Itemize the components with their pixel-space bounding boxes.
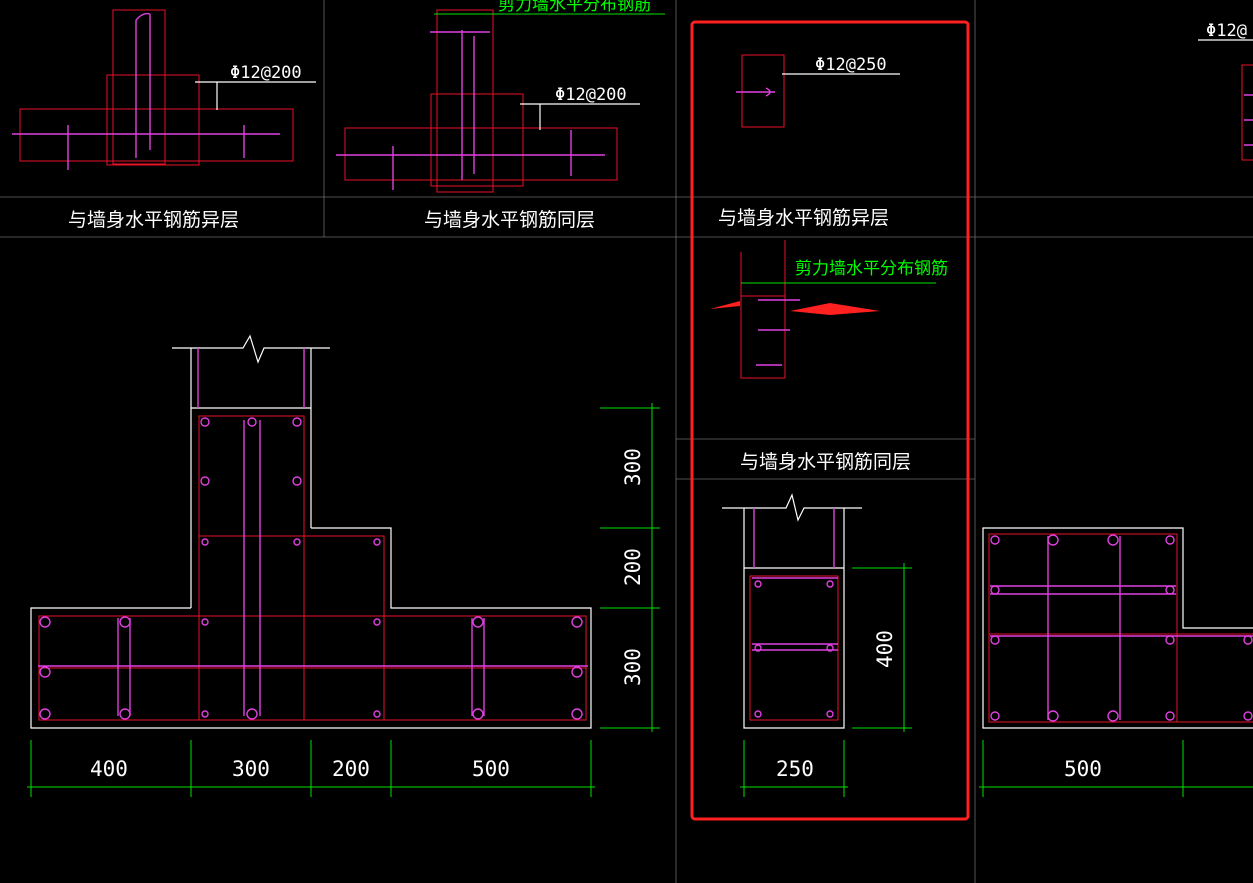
dim-500: 500: [472, 757, 510, 781]
arrow-right-icon: [790, 303, 880, 315]
shear-wall-note-mid: 剪力墙水平分布钢筋: [795, 259, 948, 279]
dim-400: 400: [90, 757, 128, 781]
dimension-left-vertical: 300 200 300: [600, 403, 660, 732]
highlight-box: [690, 20, 970, 821]
caption-top-middle: 与墙身水平钢筋同层: [424, 209, 595, 231]
detail-far-right-fragment: Φ12@: [1198, 21, 1253, 161]
dim-250: 250: [776, 757, 814, 781]
right-partial-section: [982, 527, 1253, 729]
dim-v-400: 400: [873, 630, 897, 668]
detail-shear-wall-bar: 剪力墙水平分布钢筋: [710, 240, 948, 379]
dim-v-200: 200: [621, 548, 645, 586]
dim-right-500: 500: [1064, 757, 1102, 781]
arrow-left-icon: [710, 301, 740, 309]
dimension-left-horizontal: 400 300 200 500: [27, 740, 595, 797]
detail-top-middle: 剪力墙水平分布钢筋 Φ12@200: [336, 0, 665, 193]
dim-v-300-top: 300: [621, 448, 645, 486]
t-section-left: [30, 334, 592, 729]
dim-v-300-bottom: 300: [621, 648, 645, 686]
detail-top-right: Φ12@250: [736, 54, 900, 128]
rebar-label-top-left: Φ12@200: [230, 63, 302, 83]
detail-top-left: Φ12@200: [12, 9, 316, 170]
dimension-middle: 250 400: [740, 563, 912, 797]
wall-end-section: [722, 493, 862, 729]
shear-wall-note-top: 剪力墙水平分布钢筋: [498, 0, 651, 15]
dimension-right: 500: [979, 740, 1253, 797]
rebar-label-far-right: Φ12@: [1206, 21, 1247, 41]
caption-middle-right: 与墙身水平钢筋同层: [740, 451, 911, 473]
caption-top-left: 与墙身水平钢筋异层: [68, 209, 239, 231]
rebar-label-top-middle: Φ12@200: [555, 85, 627, 105]
dim-200: 200: [332, 757, 370, 781]
caption-top-right: 与墙身水平钢筋异层: [718, 207, 889, 229]
dim-300: 300: [232, 757, 270, 781]
rebar-label-top-right: Φ12@250: [815, 55, 887, 75]
